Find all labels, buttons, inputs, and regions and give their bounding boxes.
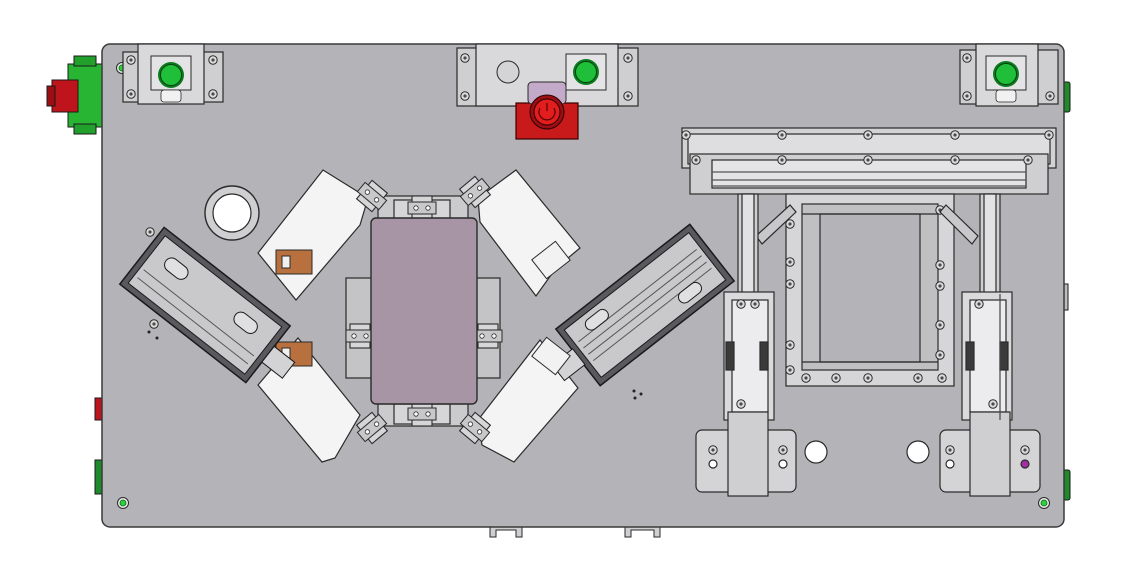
start-button-icon[interactable] (995, 63, 1017, 85)
left-cylinder-mounts (145, 227, 159, 340)
indicator-button-icon[interactable] (575, 61, 597, 83)
diagonal-braces (755, 204, 979, 245)
left-cylinder (118, 226, 296, 384)
right-vertical-slide (939, 193, 1041, 497)
left-vertical-slide (695, 193, 797, 497)
bottom-feet (489, 526, 661, 538)
inner-frame (785, 193, 955, 387)
locating-holes (804, 440, 930, 464)
start-button-icon[interactable] (160, 64, 182, 86)
indicator-light-icon (496, 60, 520, 84)
emergency-stop-icon[interactable] (533, 98, 561, 126)
start-button-right[interactable] (959, 43, 1059, 107)
control-box-center (456, 43, 639, 140)
round-locator (204, 185, 260, 241)
right-cylinder (551, 223, 736, 387)
workpiece (370, 217, 478, 405)
side-connector-green (46, 55, 103, 135)
start-button-left[interactable] (122, 43, 224, 105)
right-cylinder-details (531, 240, 643, 400)
